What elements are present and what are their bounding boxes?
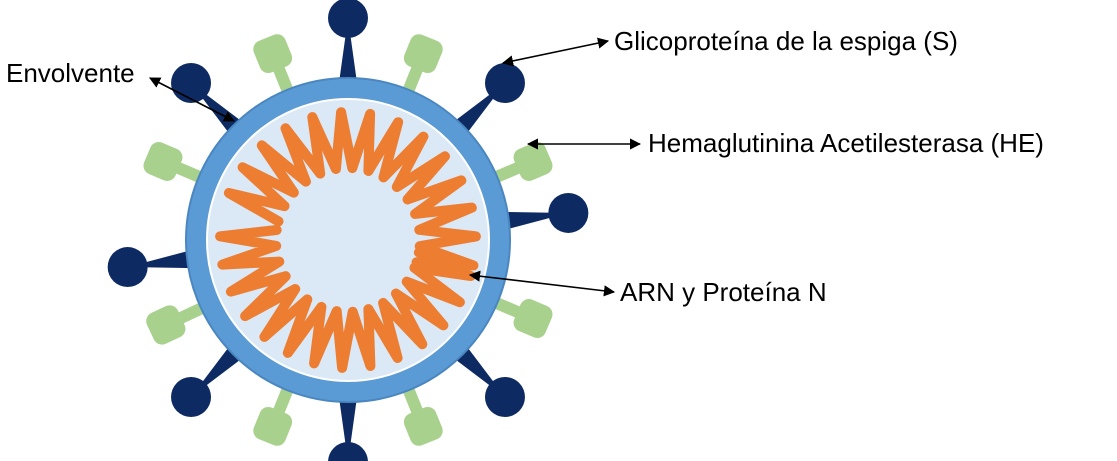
spike-glycoprotein-icon [328,442,368,461]
he-label: Hemaglutinina Acetilesterasa (HE) [648,128,1044,158]
rna-coil-lower [215,225,476,373]
rna-coil-upper [223,107,481,271]
spike-glycoprotein-icon [107,247,148,288]
spike-stem-1 [338,18,358,90]
rna-pointer-arrow [468,270,616,297]
spike-glycoprotein-icon [171,376,212,417]
envelope-label: Envolvente [6,58,135,88]
spike-pointer-arrow [501,37,610,67]
spike-glycoprotein-icon [484,63,525,104]
envelope-pointer-arrow [149,77,235,122]
spike-label: Glicoproteína de la espiga (S) [614,26,958,56]
rna-label: ARN y Proteína N [620,277,827,307]
spike-glycoprotein-icon [548,192,589,233]
spike-glycoprotein-icon [171,63,212,104]
spike-stem-6 [338,390,358,461]
spike-glycoprotein-icon [484,376,525,417]
spike-glycoprotein-icon [328,0,368,38]
